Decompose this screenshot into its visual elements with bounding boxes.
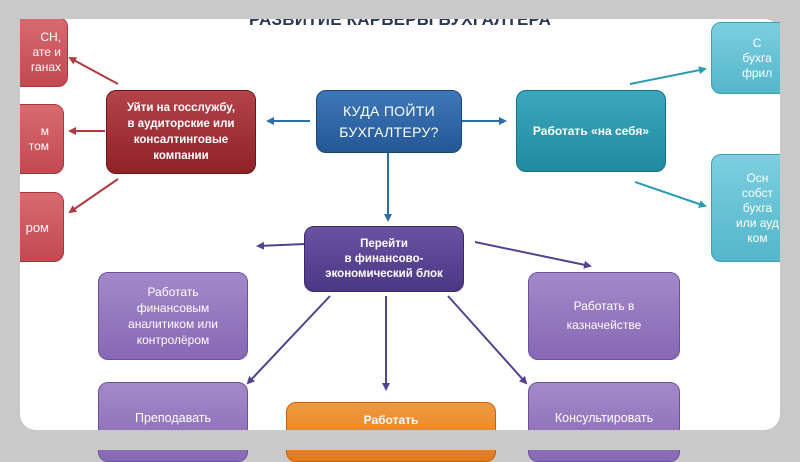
node-teach-label: Преподавать (135, 411, 211, 425)
node-analyst: Работать финансовым аналитиком или контр… (98, 272, 248, 360)
right-edge-box-1-label: С бухга фрил (742, 35, 773, 80)
arrow-left-to-edge-3 (68, 178, 119, 214)
node-government-audit: Уйти на госслужбу, в аудиторские или кон… (106, 90, 256, 174)
node-self-employed-label: Работать «на себя» (532, 124, 650, 138)
arrow-bottom-to-consult (447, 295, 528, 385)
node-work-orange-label: Работать (363, 413, 419, 427)
node-treasury: Работать в казначействе (528, 272, 680, 360)
node-center-question: КУДА ПОЙТИ БУХГАЛТЕРУ? (316, 90, 462, 153)
frame-mask-bottom (0, 430, 800, 450)
node-consult-label: Консультировать (554, 411, 654, 425)
arrow-layer (68, 57, 707, 391)
arrow-bottom-to-teach (246, 295, 331, 385)
frame-mask-top (0, 0, 800, 19)
arrow-bottom-to-treasury (474, 241, 592, 269)
node-treasury-label: Работать в казначействе (566, 299, 642, 332)
node-finance-block-label: Перейти в финансово- экономический блок (325, 237, 443, 280)
arrow-left-to-edge-1 (68, 57, 119, 85)
node-government-audit-label: Уйти на госслужбу, в аудиторские или кон… (126, 102, 236, 162)
left-edge-box-2-label: м том (28, 124, 49, 153)
arrow-right-to-edge-1 (629, 66, 707, 85)
arrow-bottom-to-analyst (256, 241, 306, 250)
node-center-question-label: КУДА ПОЙТИ БУХГАЛТЕРУ? (339, 102, 439, 140)
frame-mask-right (780, 0, 800, 450)
slide-frame (20, 19, 780, 430)
right-edge-box-2-label: Осн собст бухга или ауд ком (736, 170, 779, 245)
node-consult: Консультировать (528, 382, 680, 462)
node-teach: Преподавать (98, 382, 248, 462)
left-edge-box-3-label: ром (25, 219, 49, 235)
node-analyst-label: Работать финансовым аналитиком или контр… (128, 285, 218, 347)
frame-mask-left (0, 0, 20, 450)
arrow-right-to-edge-2 (634, 181, 707, 208)
node-finance-block: Перейти в финансово- экономический блок (304, 226, 464, 292)
node-self-employed: Работать «на себя» (516, 90, 666, 172)
left-edge-box-1-label: СН, ате и ганах (30, 29, 61, 74)
